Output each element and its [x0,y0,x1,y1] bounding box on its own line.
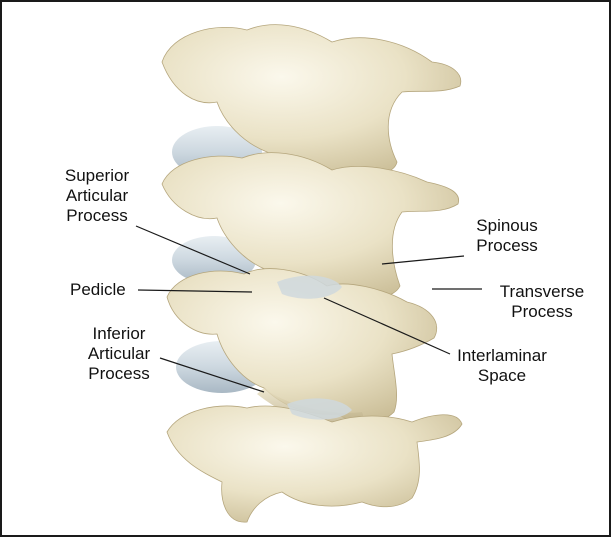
superior-articular-line-2: Articular [52,186,142,206]
superior-articular-line-1: Superior [52,166,142,186]
superior-articular-line-3: Process [52,206,142,226]
interlaminar-space-label: Interlaminar Space [446,346,558,386]
inferior-articular-line-1: Inferior [74,324,164,344]
leader-spinous [382,256,464,264]
interlaminar-line-1: Interlaminar [446,346,558,366]
spinous-line-1: Spinous [462,216,552,236]
vertebra-4 [167,406,462,522]
inferior-articular-line-2: Articular [74,344,164,364]
inferior-articular-line-3: Process [74,364,164,384]
spinous-process-label: Spinous Process [462,216,552,256]
superior-articular-process-label: Superior Articular Process [52,166,142,226]
inferior-articular-process-label: Inferior Articular Process [74,324,164,384]
transverse-line-2: Process [482,302,602,322]
spinous-line-2: Process [462,236,552,256]
interlaminar-line-2: Space [446,366,558,386]
pedicle-label: Pedicle [70,280,126,300]
transverse-line-1: Transverse [482,282,602,302]
transverse-process-label: Transverse Process [482,282,602,322]
